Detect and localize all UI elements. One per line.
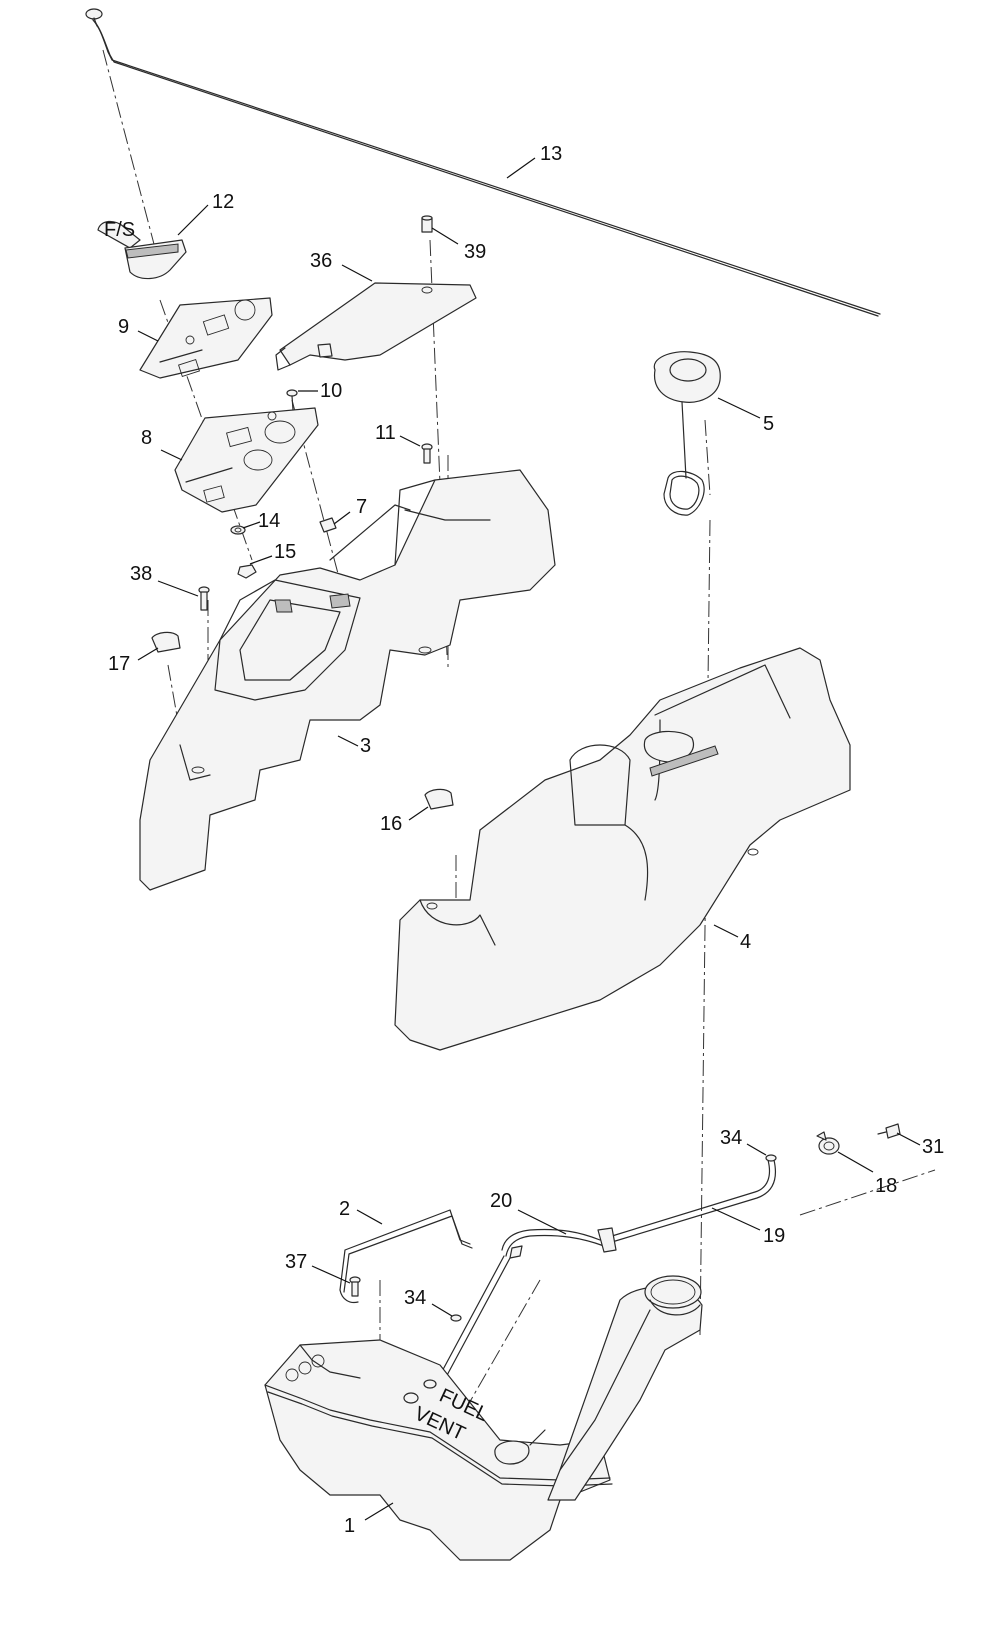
part-8-control-plate bbox=[174, 407, 319, 513]
callout-18: 18 bbox=[875, 1175, 897, 1197]
callout-9: 9 bbox=[118, 316, 129, 338]
callout-34-lower: 34 bbox=[404, 1287, 426, 1309]
callout-2: 2 bbox=[339, 1198, 350, 1220]
part-9-decal-plate bbox=[139, 297, 273, 379]
callout-17: 17 bbox=[108, 653, 130, 675]
callout-13: 13 bbox=[540, 143, 562, 165]
callout-20: 20 bbox=[490, 1190, 512, 1212]
callout-3: 3 bbox=[360, 735, 371, 757]
part-12-throttle-lever: F/S bbox=[97, 219, 187, 280]
callout-8: 8 bbox=[141, 427, 152, 449]
callout-12: 12 bbox=[212, 191, 234, 213]
callout-1: 1 bbox=[344, 1515, 355, 1537]
callout-37: 37 bbox=[285, 1251, 307, 1273]
part-5-fuel-cap bbox=[653, 351, 721, 516]
part-13-cable bbox=[85, 8, 881, 317]
callout-14: 14 bbox=[258, 510, 280, 532]
small-fasteners bbox=[198, 215, 433, 611]
callout-5: 5 bbox=[763, 413, 774, 435]
callout-38: 38 bbox=[130, 563, 152, 585]
callout-39: 39 bbox=[464, 241, 486, 263]
callout-34-upper: 34 bbox=[720, 1127, 742, 1149]
parts-18-31-fittings bbox=[816, 1123, 901, 1155]
svg-text:F/S: F/S bbox=[104, 219, 135, 241]
callout-labels: 1 2 3 4 5 7 8 9 10 11 12 13 14 15 16 17 … bbox=[108, 143, 944, 1537]
callout-16: 16 bbox=[380, 813, 402, 835]
callout-15: 15 bbox=[274, 541, 296, 563]
callout-31: 31 bbox=[922, 1136, 944, 1158]
parts-16-17-pads bbox=[151, 631, 454, 810]
part-2-strap bbox=[339, 1209, 473, 1304]
leader-lines bbox=[137, 157, 921, 1521]
callout-10: 10 bbox=[320, 380, 342, 402]
part-1-fuel-tank: FUEL VENT bbox=[264, 1275, 703, 1561]
callout-4: 4 bbox=[740, 931, 751, 953]
part-3-console-housing bbox=[139, 469, 556, 891]
part-36-cover-panel bbox=[275, 282, 477, 371]
parts-19-20-fuel-lines bbox=[431, 1154, 777, 1393]
part-4-fender bbox=[394, 647, 851, 1051]
callout-11: 11 bbox=[375, 422, 396, 444]
callout-36: 36 bbox=[310, 250, 332, 272]
callout-7: 7 bbox=[356, 496, 367, 518]
callout-19: 19 bbox=[763, 1225, 785, 1247]
